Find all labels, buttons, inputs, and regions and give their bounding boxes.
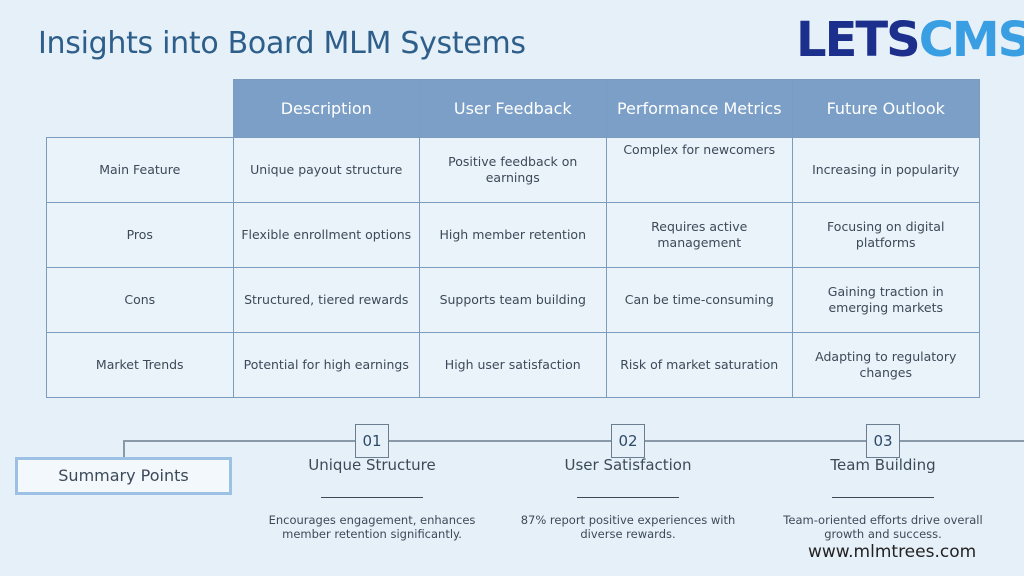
step-description: Encourages engagement, enhances member r…: [268, 513, 476, 541]
comparison-table: Description User Feedback Performance Me…: [46, 79, 980, 398]
header-user-feedback: User Feedback: [419, 79, 607, 138]
table-cell: Increasing in popularity: [792, 137, 980, 203]
row-label: Pros: [46, 202, 234, 268]
table-cell: Structured, tiered rewards: [232, 267, 420, 333]
header-performance-metrics: Performance Metrics: [605, 79, 793, 138]
website-url: www.mlmtrees.com: [808, 542, 977, 562]
table-cell: Requires active management: [605, 202, 793, 268]
header-blank: [47, 80, 234, 138]
step-title-user-satisfaction: User Satisfaction: [564, 456, 692, 474]
step-title-unique-structure: Unique Structure: [308, 456, 436, 474]
step-number-03: 03: [866, 424, 900, 458]
table-cell: Focusing on digital platforms: [792, 202, 980, 268]
table-cell: High member retention: [419, 202, 607, 268]
step-divider: [321, 497, 423, 498]
page-title: Insights into Board MLM Systems: [38, 26, 526, 61]
summary-points-box: Summary Points: [15, 457, 232, 495]
table-cell: Adapting to regulatory changes: [792, 332, 980, 398]
row-label: Market Trends: [46, 332, 234, 398]
logo-part-cms: CMS: [918, 12, 1024, 68]
table-cell: Risk of market saturation: [605, 332, 793, 398]
table-row: Pros Flexible enrollment options High me…: [46, 202, 980, 268]
table-row: Main Feature Unique payout structure Pos…: [46, 137, 980, 203]
table-header-row: Description User Feedback Performance Me…: [47, 79, 980, 138]
table-cell: Can be time-consuming: [605, 267, 793, 333]
row-label: Cons: [46, 267, 234, 333]
table-row: Cons Structured, tiered rewards Supports…: [46, 267, 980, 333]
header-description: Description: [232, 79, 420, 138]
logo-part-lets: LETS: [796, 12, 921, 68]
step-number-01: 01: [355, 424, 389, 458]
step-title-team-building: Team Building: [830, 456, 936, 474]
table-cell: Supports team building: [419, 267, 607, 333]
header-future-outlook: Future Outlook: [792, 79, 980, 138]
table-cell: Gaining traction in emerging markets: [792, 267, 980, 333]
step-divider: [577, 497, 679, 498]
step-divider: [832, 497, 934, 498]
table-cell: Potential for high earnings: [232, 332, 420, 398]
step-number-02: 02: [611, 424, 645, 458]
table-cell: Flexible enrollment options: [232, 202, 420, 268]
table-cell: Complex for newcomers: [605, 137, 793, 203]
table-cell: Unique payout structure: [232, 137, 420, 203]
timeline-line: [123, 440, 1024, 442]
table-cell: Positive feedback on earnings: [419, 137, 607, 203]
timeline-connector: [123, 440, 125, 458]
table-cell: High user satisfaction: [419, 332, 607, 398]
letscms-logo: LETSCMS: [796, 12, 1024, 68]
step-description: Team-oriented efforts drive overall grow…: [783, 513, 983, 541]
table-row: Market Trends Potential for high earning…: [46, 332, 980, 398]
step-description: 87% report positive experiences with div…: [520, 513, 736, 541]
row-label: Main Feature: [46, 137, 234, 203]
